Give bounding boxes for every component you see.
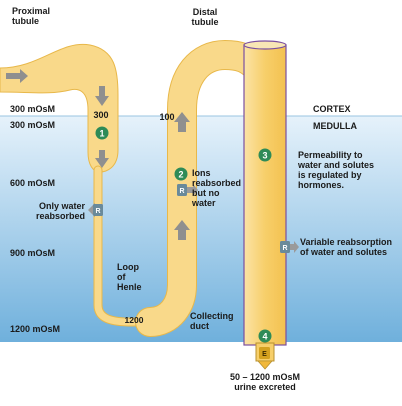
osmolarity-1200-label: 1200 mOsM <box>10 324 61 334</box>
proximal-tubule-label: Proximal tubule <box>12 6 51 26</box>
medulla-label: MEDULLA <box>313 121 357 131</box>
cortex-label: CORTEX <box>313 104 351 114</box>
step-2-marker: 2 <box>174 167 188 181</box>
step-1-marker: 1 <box>95 126 109 140</box>
loop-of-henle-label: Loop of Henle <box>117 262 142 292</box>
flow-arrow-descending <box>95 150 109 168</box>
excretion-badge-letter: E <box>262 351 267 358</box>
collecting-duct-shape <box>243 44 287 346</box>
step-1-number: 1 <box>99 129 104 139</box>
excretion-badge: E <box>259 347 270 359</box>
flow-arrow-ascending-upper <box>174 112 190 132</box>
tubule-value-1200: 1200 <box>125 315 144 325</box>
flow-arrow-proximal <box>95 86 109 106</box>
reabsorption-badge-ions-letter: R <box>179 188 184 195</box>
osmolarity-900-label: 900 mOsM <box>10 248 56 258</box>
tubule-value-100: 100 <box>159 112 174 122</box>
ions-reabsorbed-label: Ions reabsorbed but no water <box>192 168 242 208</box>
permeability-label: Permeability to water and solutes is reg… <box>298 150 375 190</box>
only-water-reabsorbed-label: Only water reabsorbed <box>35 201 85 221</box>
flow-arrow-ascending-lower <box>174 220 190 240</box>
collecting-duct-label: Collecting duct <box>190 311 234 331</box>
step-3-number: 3 <box>262 151 267 161</box>
flow-arrows <box>6 69 190 240</box>
step-4-number: 4 <box>262 332 267 342</box>
reabsorption-badge-ions: R <box>177 184 198 196</box>
step-3-marker: 3 <box>258 148 272 162</box>
osmolarity-600-label: 600 mOsM <box>10 178 56 188</box>
urine-outflow-arrow <box>257 360 273 370</box>
distal-tubule-label: Distal tubule <box>191 7 219 27</box>
reabsorption-badge-duct-letter: R <box>282 245 287 252</box>
tubule-value-300: 300 <box>93 110 108 120</box>
variable-reabsorption-label: Variable reabsorption of water and solut… <box>300 237 393 257</box>
reabsorption-badge-duct: R <box>280 241 299 253</box>
medulla-region <box>0 116 402 342</box>
osmolarity-300-medulla-label: 300 mOsM <box>10 120 56 130</box>
step-4-marker: 4 <box>258 329 272 343</box>
urine-excreted-label: 50 – 1200 mOsM urine excreted <box>229 372 301 392</box>
collecting-duct-top <box>243 40 287 50</box>
osmolarity-300-cortex-label: 300 mOsM <box>10 104 56 114</box>
reabsorption-badge-water: R <box>88 203 103 217</box>
reabsorption-badge-water-letter: R <box>95 208 100 215</box>
step-2-number: 2 <box>178 170 183 180</box>
flow-arrow-in <box>6 69 28 83</box>
